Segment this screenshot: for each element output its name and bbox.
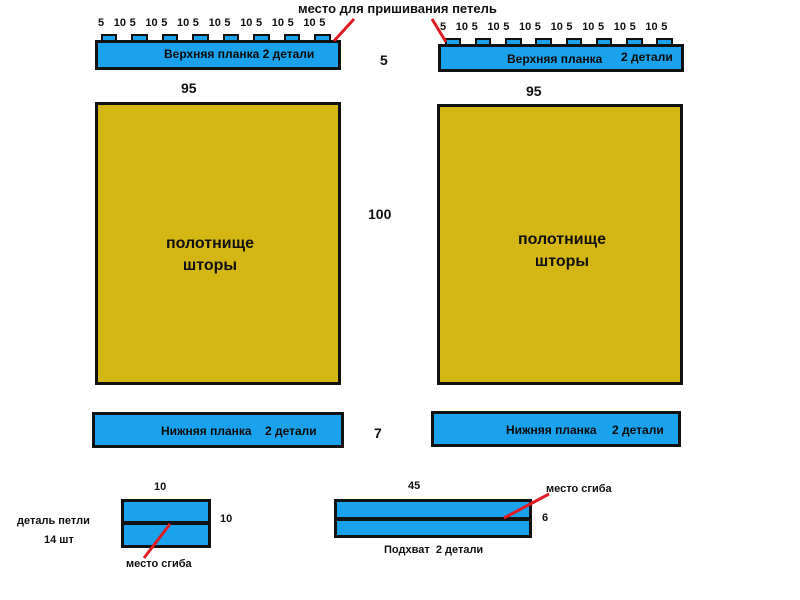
ruler-mark: 5 — [192, 17, 199, 29]
right-top-strap-count: 2 детали — [621, 50, 673, 64]
loop-count-label: 14 шт — [44, 534, 74, 546]
ruler-mark: 10 — [582, 21, 595, 33]
ruler-mark: 5 — [629, 21, 636, 33]
right-top-strap: Верхняя планка 2 детали — [438, 44, 684, 72]
right-width-label: 95 — [526, 83, 542, 99]
ruler-mark: 10 — [519, 21, 532, 33]
strap-tooth — [253, 34, 270, 42]
ruler-mark: 10 — [208, 17, 221, 29]
ruler-mark: 5 — [256, 17, 263, 29]
loop-fold-label: место сгиба — [126, 558, 192, 570]
right-bottom-strap-label: Нижняя планка — [506, 423, 597, 437]
ruler-mark: 5 — [440, 21, 447, 33]
left-curtain-panel: полотнище шторы — [95, 102, 341, 385]
bottom-strap-height-label: 7 — [374, 425, 382, 441]
left-bottom-strap: Нижняя планка 2 детали — [92, 412, 344, 448]
right-panel-label: полотнище шторы — [517, 231, 607, 270]
ruler-mark: 5 — [287, 17, 294, 29]
ruler-mark: 10 — [645, 21, 658, 33]
ruler-mark: 5 — [98, 17, 105, 29]
ruler-mark: 10 — [487, 21, 500, 33]
tieback-name-label: Подхват 2 детали — [384, 544, 484, 556]
ruler-mark: 10 — [145, 17, 158, 29]
left-panel-label: полотнище шторы — [165, 235, 255, 274]
right-bottom-strap-count: 2 детали — [612, 423, 664, 437]
strap-tooth — [314, 34, 331, 42]
left-bottom-strap-label: Нижняя планка 2 детали — [161, 424, 317, 438]
ruler-mark: 10 — [177, 17, 190, 29]
strap-tooth — [100, 34, 118, 42]
right-curtain-panel: полотнище шторы — [437, 104, 683, 385]
ruler-mark: 5 — [598, 21, 605, 33]
loop-name-label: деталь петли — [17, 515, 90, 527]
ruler-mark: 10 — [613, 21, 627, 33]
ruler-mark: 10 — [550, 21, 563, 33]
ruler-mark: 5 — [319, 17, 326, 29]
strap-tooth — [222, 34, 240, 42]
left-top-strap: Верхняя планка 2 детали — [95, 40, 341, 70]
strap-tooth — [474, 38, 492, 46]
ruler-mark: 5 — [566, 21, 573, 33]
loop-width-label: 10 — [154, 481, 167, 493]
right-top-strap-label: Верхняя планка — [507, 52, 603, 66]
left-top-strap-label: Верхняя планка 2 детали — [164, 47, 315, 61]
strap-tooth — [626, 38, 643, 46]
strap-tooth — [161, 34, 179, 42]
strap-tooth — [192, 34, 209, 42]
ruler-mark: 5 — [503, 21, 510, 33]
ruler-mark: 5 — [661, 21, 668, 33]
right-bottom-strap: Нижняя планка 2 детали — [431, 411, 681, 447]
tieback-piece-bottom — [334, 518, 532, 538]
strap-tooth — [535, 38, 552, 46]
left-width-label: 95 — [181, 80, 197, 96]
panel-height-label: 100 — [368, 206, 392, 222]
ruler-mark: 5 — [224, 17, 231, 29]
loop-attachment-label: место для пришивания петель — [298, 1, 497, 16]
tieback-fold-label: место сгиба — [546, 483, 612, 495]
ruler-mark: 10 — [455, 21, 469, 33]
left-top-strap-teeth — [96, 34, 340, 42]
ruler-mark: 5 — [534, 21, 541, 33]
ruler-mark: 10 — [303, 17, 316, 29]
ruler-mark: 5 — [129, 17, 136, 29]
strap-tooth — [656, 38, 673, 46]
strap-tooth — [505, 38, 522, 46]
ruler-mark: 5 — [471, 21, 478, 33]
loop-piece-top — [121, 499, 211, 524]
top-strap-height-label: 5 — [380, 52, 388, 68]
loop-height-label: 10 — [220, 513, 233, 525]
tieback-piece-top — [334, 499, 532, 520]
loop-piece-bottom — [121, 522, 211, 548]
strap-tooth — [283, 34, 301, 42]
ruler-mark: 10 — [113, 17, 127, 29]
strap-tooth — [565, 38, 583, 46]
ruler-mark: 10 — [240, 17, 253, 29]
ruler-mark: 5 — [161, 17, 168, 29]
tieback-length-label: 45 — [408, 480, 421, 492]
strap-tooth — [595, 38, 613, 46]
tieback-height-label: 6 — [542, 512, 549, 524]
ruler-mark: 10 — [271, 17, 285, 29]
strap-tooth — [131, 34, 148, 42]
